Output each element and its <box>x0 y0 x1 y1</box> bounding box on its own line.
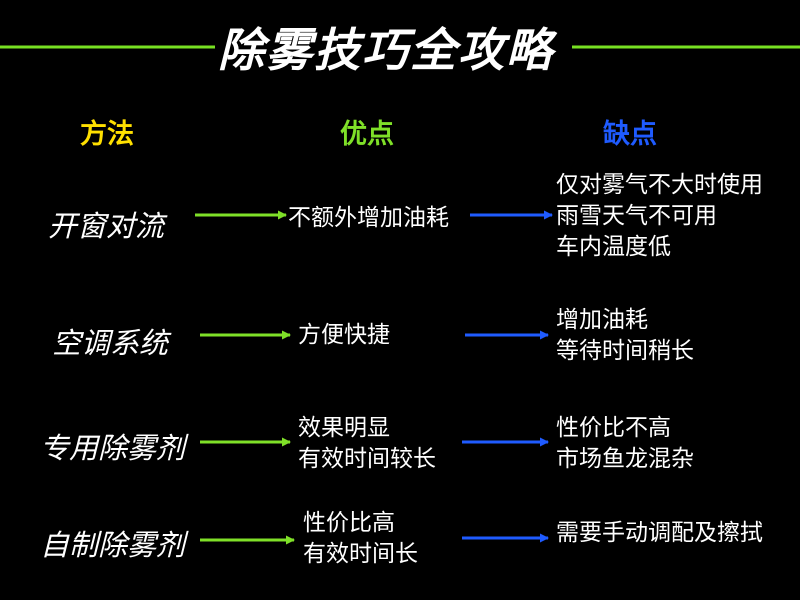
header-cons: 缺点 <box>603 119 657 150</box>
pros-cell: 方便快捷 <box>298 320 390 351</box>
cons-cell: 增加油耗 等待时间稍长 <box>556 305 694 367</box>
pros-line: 方便快捷 <box>298 322 390 348</box>
method-label: 专用除雾剂 <box>40 431 186 465</box>
pros-line: 不额外增加油耗 <box>288 205 449 231</box>
header-method: 方法 <box>80 119 134 150</box>
pros-line: 有效时间长 <box>303 541 418 567</box>
pros-line: 性价比高 <box>303 510 395 536</box>
cons-line: 性价比不高 <box>556 415 671 441</box>
pros-cell: 效果明显 有效时间较长 <box>298 413 436 475</box>
cons-line: 等待时间稍长 <box>556 338 694 364</box>
cons-line: 雨雪天气不可用 <box>556 203 717 229</box>
cons-line: 车内温度低 <box>556 234 671 260</box>
cons-cell: 性价比不高 市场鱼龙混杂 <box>556 413 694 475</box>
cons-line: 需要手动调配及擦拭 <box>556 520 763 546</box>
pros-cell: 不额外增加油耗 <box>288 203 449 234</box>
pros-line: 效果明显 <box>298 415 390 441</box>
method-label: 空调系统 <box>52 326 169 360</box>
cons-line: 仅对雾气不大时使用 <box>556 172 763 198</box>
cons-cell: 仅对雾气不大时使用 雨雪天气不可用 车内温度低 <box>556 170 763 263</box>
pros-cell: 性价比高 有效时间长 <box>303 508 418 570</box>
method-label: 自制除雾剂 <box>40 528 186 562</box>
pros-line: 有效时间较长 <box>298 446 436 472</box>
method-label: 开窗对流 <box>48 209 165 243</box>
cons-line: 市场鱼龙混杂 <box>556 446 694 472</box>
cons-line: 增加油耗 <box>556 307 648 333</box>
cons-cell: 需要手动调配及擦拭 <box>556 518 763 549</box>
slide-title: 除雾技巧全攻略 <box>218 23 554 77</box>
header-pros: 优点 <box>340 119 394 150</box>
